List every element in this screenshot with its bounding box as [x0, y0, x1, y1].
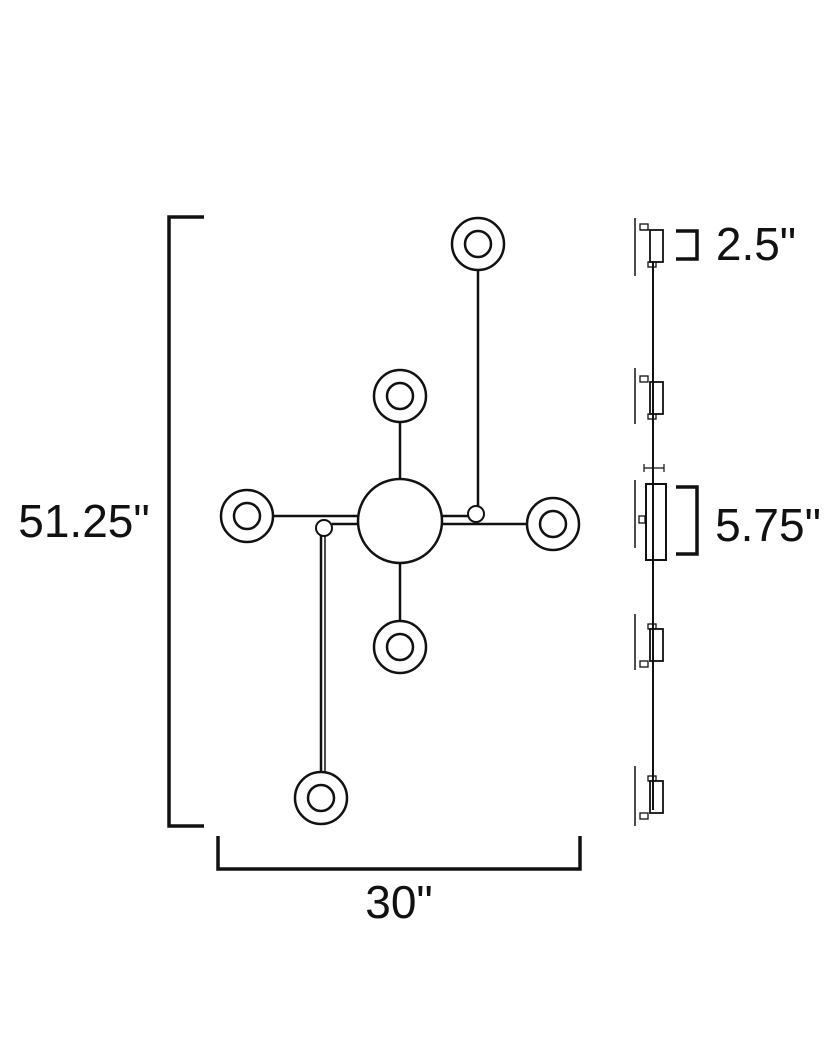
height-bracket: [167, 215, 204, 828]
shade-depth-label: 2.5": [716, 218, 796, 270]
side-canopy: [634, 464, 667, 561]
light-head-bottom: [293, 770, 349, 826]
width-bracket: [216, 836, 582, 871]
side-head-1: [634, 218, 664, 276]
canopy-height-bracket: [676, 485, 699, 556]
side-head-3: [634, 614, 664, 670]
width-label: 30": [365, 876, 433, 928]
light-head-right: [525, 496, 581, 552]
front-view: [219, 216, 581, 826]
joint-upper: [467, 505, 485, 523]
canopy-height-label: 5.75": [715, 499, 821, 551]
joint-lower: [315, 519, 333, 537]
height-dimension: 51.25": [18, 215, 204, 828]
side-view: 2.5" 5.75": [634, 218, 821, 826]
width-dimension: 30": [216, 836, 582, 928]
side-head-2: [634, 368, 664, 424]
shade-depth-bracket: [676, 229, 699, 261]
light-head-upper: [372, 368, 428, 424]
light-head-left: [219, 488, 275, 544]
light-head-top: [450, 216, 506, 272]
side-head-4: [634, 766, 664, 826]
height-label: 51.25": [18, 495, 149, 547]
canopy: [356, 477, 444, 565]
light-head-lower: [372, 619, 428, 675]
